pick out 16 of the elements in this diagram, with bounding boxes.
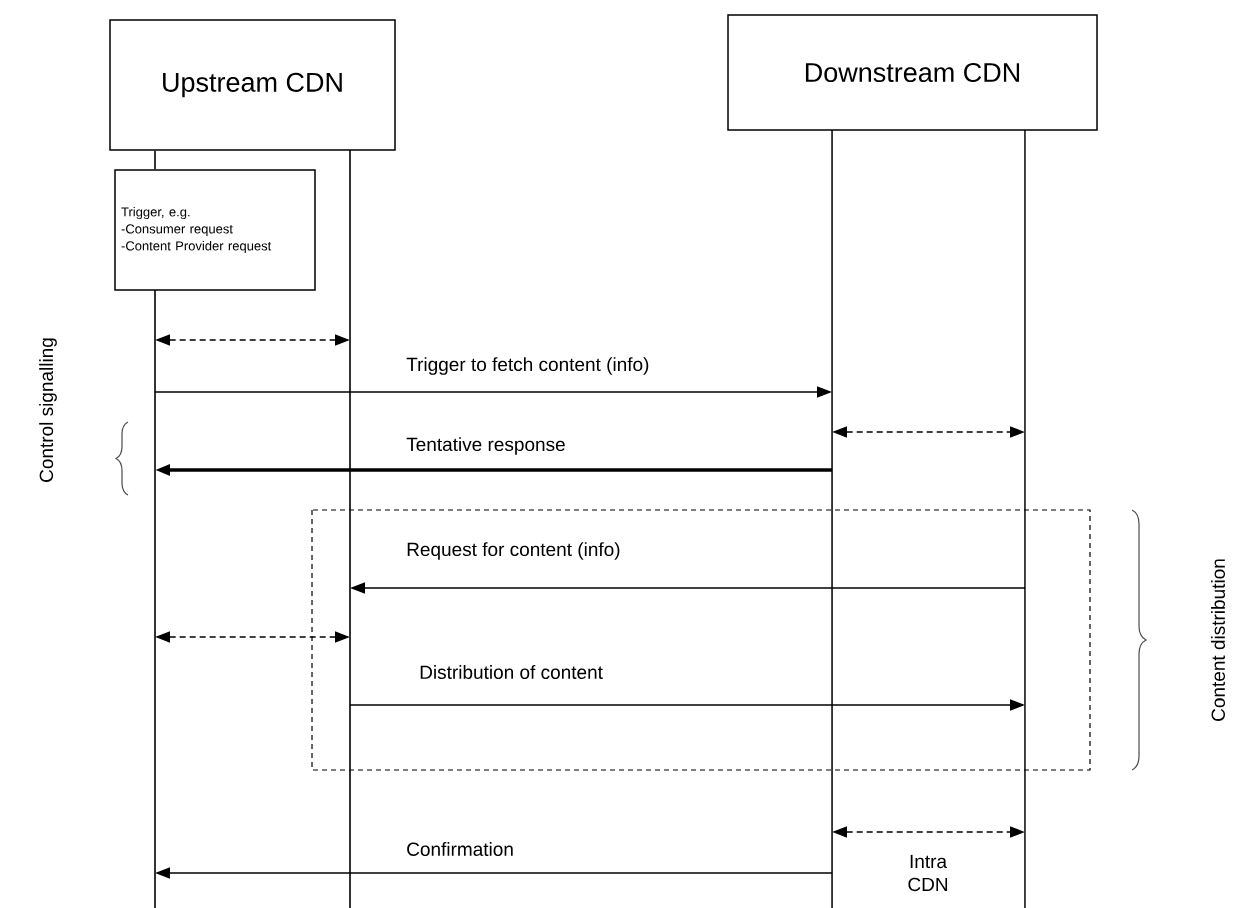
lifeline: [154, 149, 156, 171]
edge-label: Confirmation: [407, 842, 513, 856]
participant-box: Downstream CDN: [727, 14, 1098, 131]
lifeline: [1024, 129, 1026, 908]
edge-label: Tentative response: [406, 437, 565, 455]
trigger-box: Trigger, e.g. -Consumer request -Content Provider request: [114, 169, 316, 291]
edge-label: Intra CDN: [908, 854, 948, 892]
edge-label: Trigger to fetch content (info): [406, 357, 649, 375]
edge-label: Request for content (info): [407, 542, 620, 560]
group-label: Control signalling: [39, 338, 57, 482]
lifeline: [154, 289, 156, 908]
group-label: Content distribution: [1211, 559, 1225, 721]
edge-label: Distribution of content: [420, 665, 603, 679]
lifeline: [831, 129, 833, 908]
lifeline: [349, 149, 351, 908]
participant-box: Upstream CDN: [109, 19, 396, 151]
